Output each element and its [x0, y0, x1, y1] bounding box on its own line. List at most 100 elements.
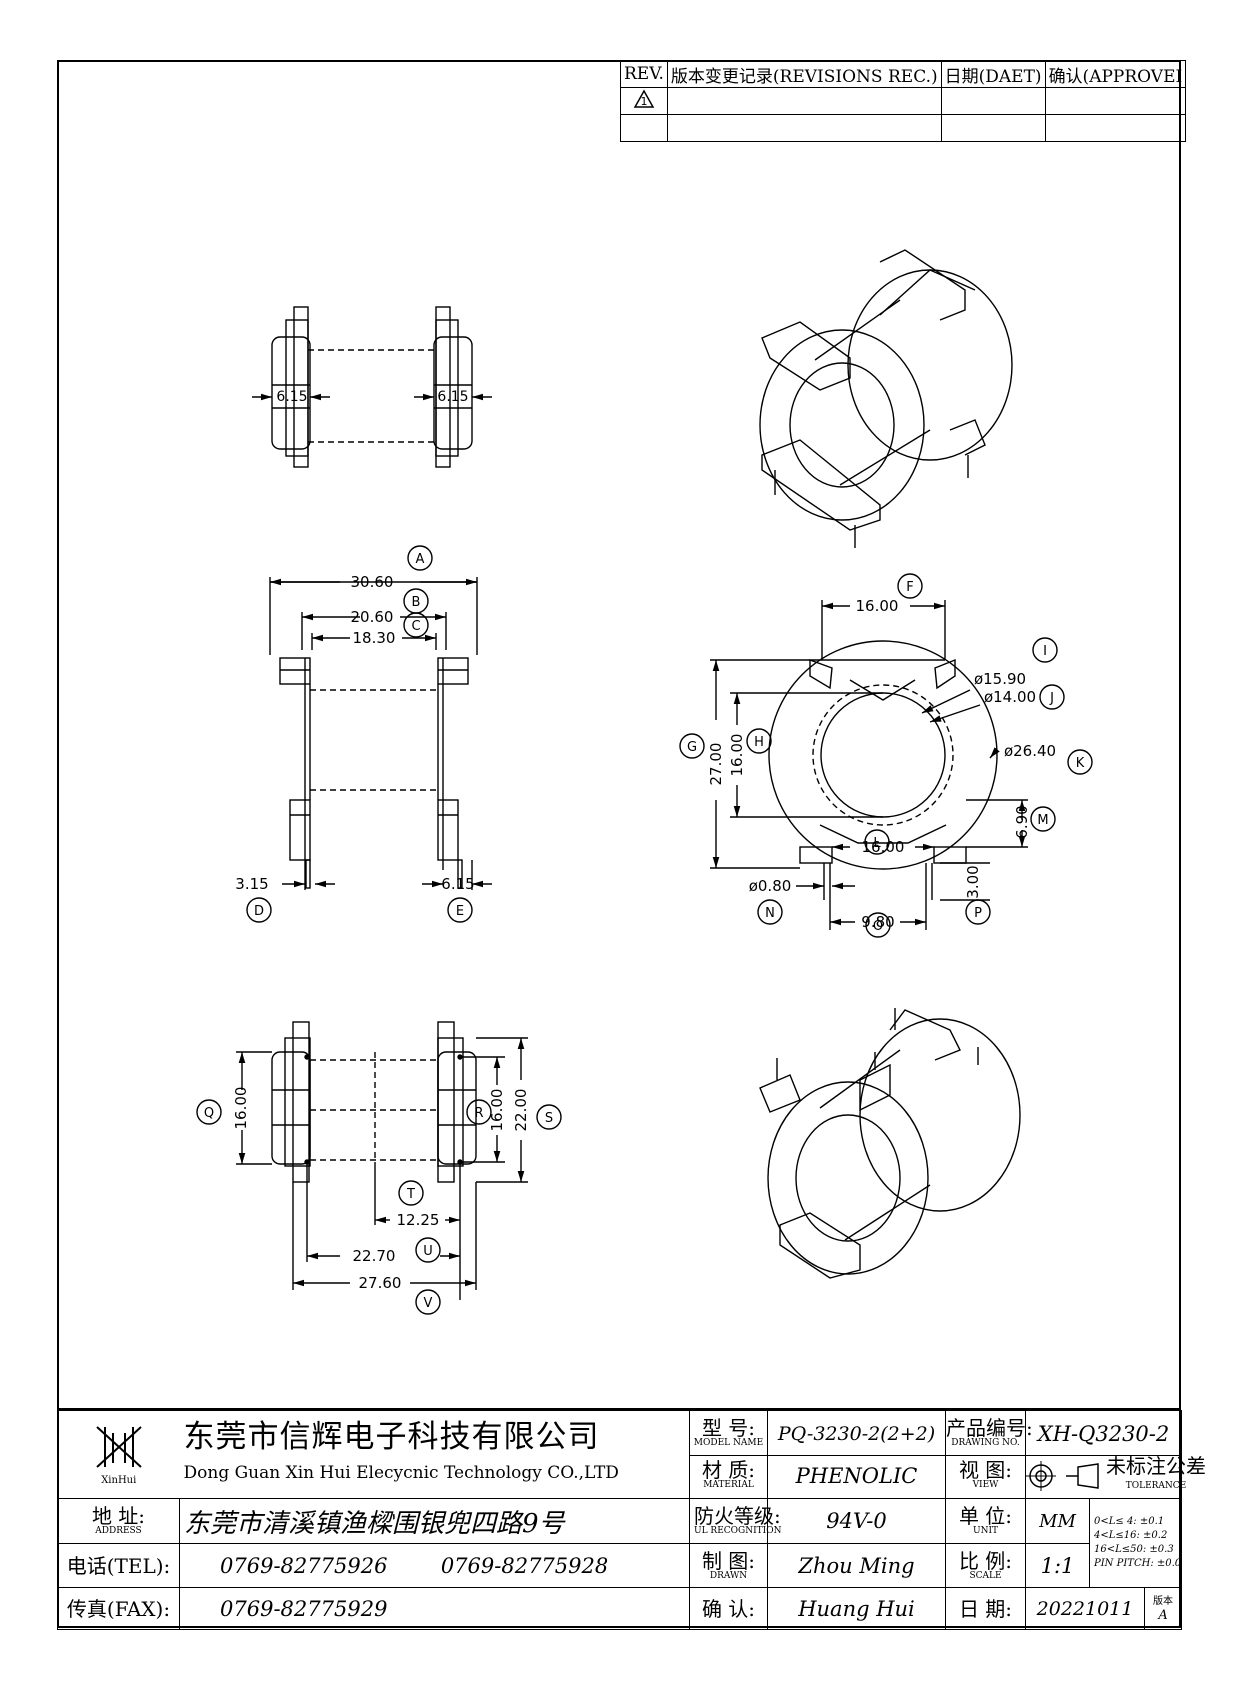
top-view — [252, 306, 492, 468]
svg-text:T: T — [406, 1187, 415, 1202]
tel-1: 0769-82775926 — [220, 1553, 388, 1578]
dim-g: 27.00 — [707, 743, 725, 786]
version-cell: 版本 A — [1143, 1587, 1183, 1630]
version-label: 版本 — [1153, 1595, 1173, 1607]
dim-top-left-1: 6.15 — [276, 389, 307, 405]
check-value: Huang Hui — [767, 1587, 946, 1630]
svg-text:I: I — [1043, 644, 1047, 659]
svg-text:F: F — [906, 580, 913, 595]
drawing-no: XH-Q3230-2 — [1026, 1413, 1182, 1457]
scale-label: 比 例:SCALE — [945, 1542, 1026, 1589]
logo-text: XinHui — [101, 1475, 137, 1487]
drawing-no-cell: XH-Q3230-2 未标注公差 TOLERANCE — [1024, 1409, 1206, 1500]
svg-text:V: V — [424, 1296, 433, 1311]
drawn-label: 制 图:DRAWN — [689, 1542, 768, 1589]
dim-i: ø15.90 — [974, 670, 1026, 688]
tel-values: 0769-82775926 0769-82775928 — [179, 1542, 690, 1589]
svg-text:S: S — [545, 1111, 553, 1126]
ul-value: 94V-0 — [767, 1498, 946, 1544]
tel-label: 电话(TEL): — [57, 1542, 180, 1589]
dim-t: 12.25 — [397, 1211, 440, 1229]
svg-text:K: K — [1076, 756, 1085, 771]
svg-text:C: C — [411, 619, 420, 634]
address-label: 地 址:ADDRESS — [57, 1498, 180, 1544]
date-label: 日 期: — [945, 1587, 1026, 1630]
dim-m: 6.90 — [1013, 805, 1031, 838]
fax-value: 0769-82775929 — [179, 1587, 690, 1630]
svg-text:R: R — [474, 1106, 483, 1121]
side-view — [710, 600, 1028, 930]
model-value: PQ-3230-2(2+2) — [768, 1413, 945, 1457]
revision-table: REV. 版本变更记录(REVISIONS REC.) 日期(DAET) 确认(… — [620, 60, 1187, 142]
svg-text:L: L — [873, 836, 881, 851]
tolerance-table: 0<L≤ 4: ±0.1 4<L≤16: ±0.2 16<L≤50: ±0.3 … — [1088, 1498, 1183, 1589]
company-cell: 东莞市信辉电子科技有限公司 Dong Guan Xin Hui Elecycni… — [179, 1409, 690, 1500]
dim-k: ø26.40 — [1004, 742, 1056, 760]
unit-label: 单 位:UNIT — [945, 1498, 1026, 1544]
svg-text:H: H — [754, 735, 764, 750]
svg-text:D: D — [254, 904, 264, 919]
xinhui-logo-icon — [96, 1426, 142, 1468]
dim-u: 22.70 — [353, 1247, 396, 1265]
scale-value: 1:1 — [1025, 1542, 1090, 1589]
bottom-view — [236, 1021, 528, 1300]
fax-label: 传真(FAX): — [57, 1587, 180, 1630]
dim-h: 16.00 — [728, 734, 746, 777]
company-en: Dong Guan Xin Hui Elecycnic Technology C… — [183, 1462, 619, 1483]
dim-l: 16.00 — [862, 838, 905, 856]
address-value: 东莞市清溪镇渔樑围银兜四路9号 — [179, 1498, 690, 1544]
dim-c: 18.30 — [353, 629, 396, 647]
dim-top-left-2: 6.15 — [437, 389, 468, 405]
dim-v: 27.60 — [359, 1274, 402, 1292]
ul-label: 防火等级:UL RECOGNITION — [689, 1498, 781, 1544]
svg-text:U: U — [423, 1244, 433, 1259]
callout-circles — [196, 545, 1093, 1315]
title-block: XinHui 东莞市信辉电子科技有限公司 Dong Guan Xin Hui E… — [57, 1408, 1206, 1630]
iso-view-bottom — [759, 1008, 1021, 1279]
svg-text:J: J — [1049, 691, 1054, 706]
callout-letters: A B C D E F G H I J K L M N O P Q R S T … — [204, 552, 1085, 1311]
dim-f: 16.00 — [856, 597, 899, 615]
rev-record-header: 版本变更记录(REVISIONS REC.) — [666, 60, 942, 88]
dim-j: ø14.00 — [984, 688, 1036, 706]
svg-text:O: O — [873, 919, 883, 934]
logo: XinHui — [57, 1409, 180, 1500]
dim-e: 6.15 — [441, 875, 474, 893]
dim-r: 16.00 — [488, 1089, 506, 1132]
svg-text:E: E — [456, 904, 464, 919]
svg-text:N: N — [765, 906, 775, 921]
company-cn: 东莞市信辉电子科技有限公司 — [183, 1418, 600, 1455]
tel-2: 0769-82775928 — [440, 1553, 609, 1578]
material-value: PHENOLIC — [795, 1464, 918, 1489]
drawn-value: Zhou Ming — [767, 1542, 946, 1589]
projection-symbol-icon — [1026, 1461, 1099, 1492]
model-label: 型 号:MODEL NAME 材 质:MATERIAL — [689, 1409, 768, 1500]
svg-text:1: 1 — [640, 95, 647, 108]
version-value: A — [1158, 1607, 1168, 1623]
dim-q: 16.00 — [232, 1087, 250, 1130]
svg-text:M: M — [1037, 813, 1048, 828]
dim-p: 3.00 — [964, 865, 982, 898]
rev-approve-header: 确认(APPROVEI — [1044, 60, 1187, 88]
unit-value: MM — [1025, 1498, 1090, 1544]
dim-d: 3.15 — [235, 875, 268, 893]
check-label: 确 认: — [689, 1587, 768, 1630]
dim-a: 30.60 — [351, 573, 394, 591]
dim-o: 9.80 — [861, 913, 894, 931]
model-value-cell: PQ-3230-2(2+2) PHENOLIC — [767, 1409, 946, 1500]
tolerance-title: 未标注公差 TOLERANCE — [1106, 1454, 1206, 1492]
rev-date-header: 日期(DAET) — [940, 60, 1046, 88]
iso-view-top — [759, 249, 1013, 548]
svg-text:P: P — [974, 906, 982, 921]
drawing-no-label: 产品编号:DRAWING NO. 视 图:VIEW — [945, 1409, 1033, 1500]
front-view — [269, 577, 492, 890]
dim-b: 20.60 — [351, 608, 394, 626]
dim-n: ø0.80 — [749, 877, 792, 895]
date-value: 20221011 — [1025, 1587, 1145, 1630]
svg-text:G: G — [687, 740, 697, 755]
svg-text:A: A — [416, 552, 425, 567]
svg-text:B: B — [412, 595, 421, 610]
svg-text:Q: Q — [204, 1106, 214, 1121]
dim-s: 22.00 — [512, 1089, 530, 1132]
